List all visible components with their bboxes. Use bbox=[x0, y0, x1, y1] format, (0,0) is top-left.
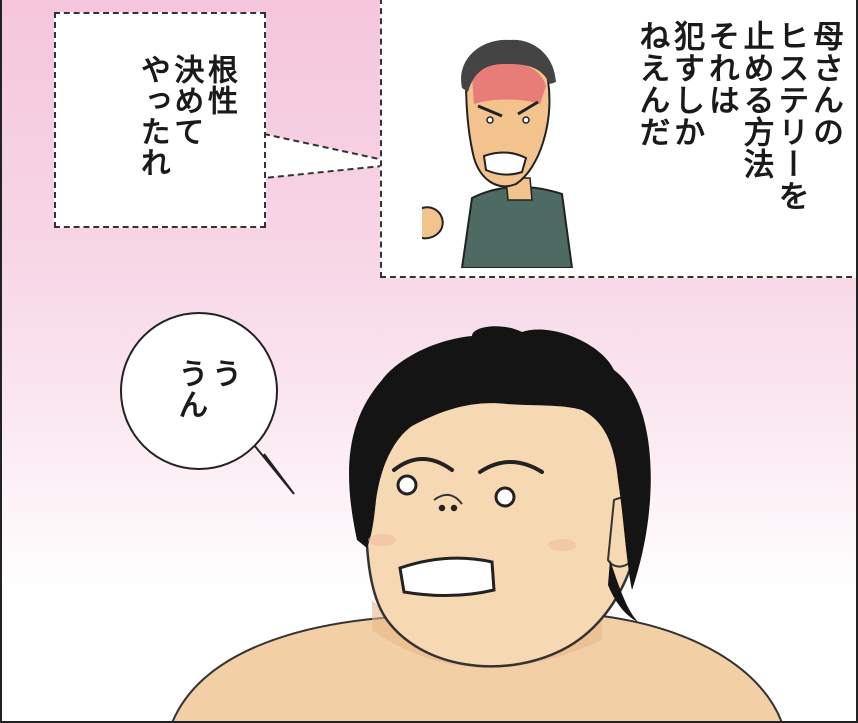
thought-text: 根性 決めて やったれ bbox=[134, 54, 237, 224]
speech-bubble-tail bbox=[249, 439, 295, 495]
young-man-figure bbox=[171, 326, 783, 721]
caption-line: 止める方法 bbox=[737, 20, 774, 180]
speech-line: うん bbox=[172, 358, 208, 420]
young-man-hair bbox=[349, 326, 651, 590]
caption-line: それは bbox=[702, 20, 739, 116]
thought-bubble: 根性 決めて やったれ bbox=[54, 12, 266, 228]
caption-line: ねえんだ bbox=[633, 20, 670, 148]
thought-line: 根性 bbox=[202, 54, 237, 116]
thought-line: 決めて bbox=[168, 54, 204, 147]
young-man-mouth bbox=[398, 556, 496, 598]
caption-line: 犯すしか bbox=[668, 20, 705, 148]
father-figure-art bbox=[422, 39, 574, 268]
caption-text: 母さんの ヒステリーを 止める方法 それは 犯すしか ねえんだ bbox=[633, 20, 843, 270]
speech-bubble: う うん bbox=[120, 312, 278, 470]
young-man-eye-left bbox=[396, 474, 418, 496]
caption-box: 母さんの ヒステリーを 止める方法 それは 犯すしか ねえんだ bbox=[380, 0, 856, 278]
caption-line: 母さんの bbox=[807, 20, 843, 148]
speech-text: う うん bbox=[172, 358, 241, 448]
young-man-eye-right bbox=[494, 486, 516, 508]
speech-line: う bbox=[206, 358, 241, 389]
caption-line: ヒステリーを bbox=[772, 20, 809, 212]
thought-line: やったれ bbox=[134, 54, 170, 178]
